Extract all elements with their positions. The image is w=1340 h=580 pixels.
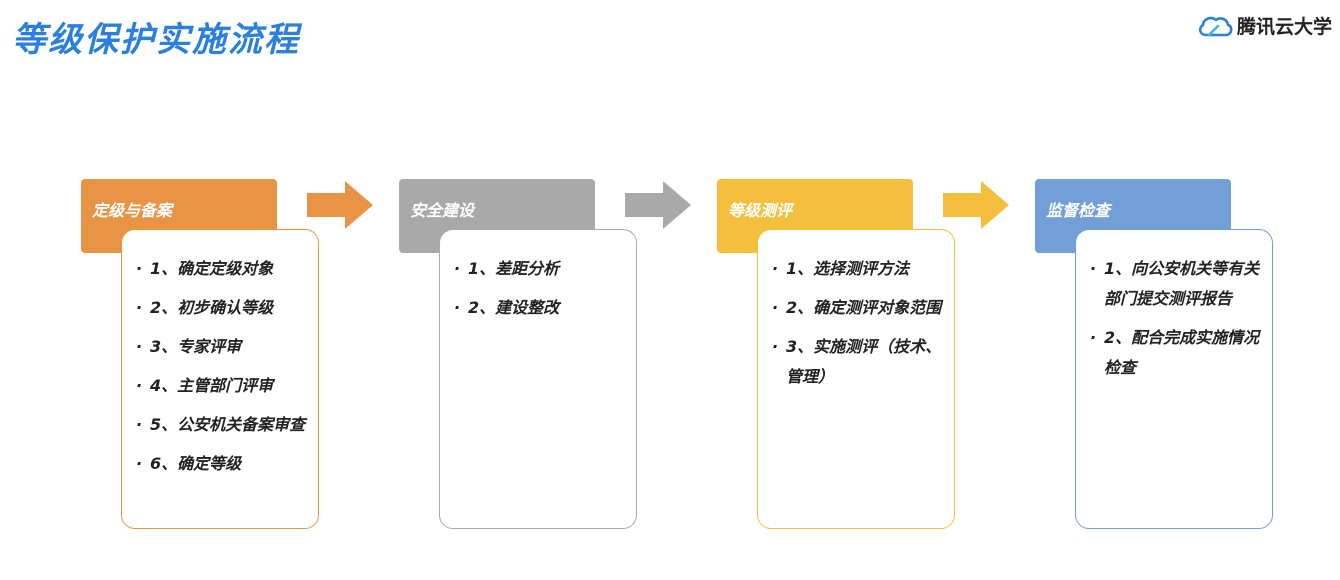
step-card: 1、确定定级对象 2、初步确认等级 3、专家评审 4、主管部门评审 5、公安机关… [121, 229, 319, 529]
step-security-construction: 安全建设 1、差距分析 2、建设整改 [399, 179, 639, 531]
brand-name: 腾讯云大学 [1236, 16, 1332, 38]
list-item: 2、确定测评对象范围 [772, 293, 942, 323]
list-item: 4、主管部门评审 [136, 371, 306, 401]
step-item-list: 1、向公安机关等有关部门提交测评报告 2、配合完成实施情况检查 [1090, 254, 1260, 383]
brand-logo: 腾讯云大学 [1197, 12, 1332, 39]
cloud-logo-icon [1198, 16, 1233, 36]
list-item: 2、初步确认等级 [136, 293, 306, 323]
arrow-right-icon [943, 181, 1009, 229]
step-item-list: 1、选择测评方法 2、确定测评对象范围 3、实施测评（技术、管理） [772, 254, 942, 392]
list-item: 1、差距分析 [454, 254, 624, 284]
list-item: 5、公安机关备案审查 [136, 410, 306, 440]
list-item: 1、选择测评方法 [772, 254, 942, 284]
step-item-list: 1、差距分析 2、建设整改 [454, 254, 624, 323]
list-item: 1、确定定级对象 [136, 254, 306, 284]
arrow-right-icon [625, 181, 691, 229]
list-item: 3、专家评审 [136, 332, 306, 362]
page-title: 等级保护实施流程 [12, 20, 300, 60]
step-assessment: 等级测评 1、选择测评方法 2、确定测评对象范围 3、实施测评（技术、管理） [717, 179, 957, 531]
step-card: 1、选择测评方法 2、确定测评对象范围 3、实施测评（技术、管理） [757, 229, 955, 529]
step-card: 1、差距分析 2、建设整改 [439, 229, 637, 529]
list-item: 6、确定等级 [136, 449, 306, 479]
list-item: 2、配合完成实施情况检查 [1090, 323, 1260, 383]
list-item: 2、建设整改 [454, 293, 624, 323]
list-item: 1、向公安机关等有关部门提交测评报告 [1090, 254, 1260, 314]
step-grading-filing: 定级与备案 1、确定定级对象 2、初步确认等级 3、专家评审 4、主管部门评审 … [81, 179, 321, 531]
arrow-right-icon [307, 181, 373, 229]
step-item-list: 1、确定定级对象 2、初步确认等级 3、专家评审 4、主管部门评审 5、公安机关… [136, 254, 306, 479]
list-item: 3、实施测评（技术、管理） [772, 332, 942, 392]
step-supervision: 监督检查 1、向公安机关等有关部门提交测评报告 2、配合完成实施情况检查 [1035, 179, 1275, 531]
step-card: 1、向公安机关等有关部门提交测评报告 2、配合完成实施情况检查 [1075, 229, 1273, 529]
